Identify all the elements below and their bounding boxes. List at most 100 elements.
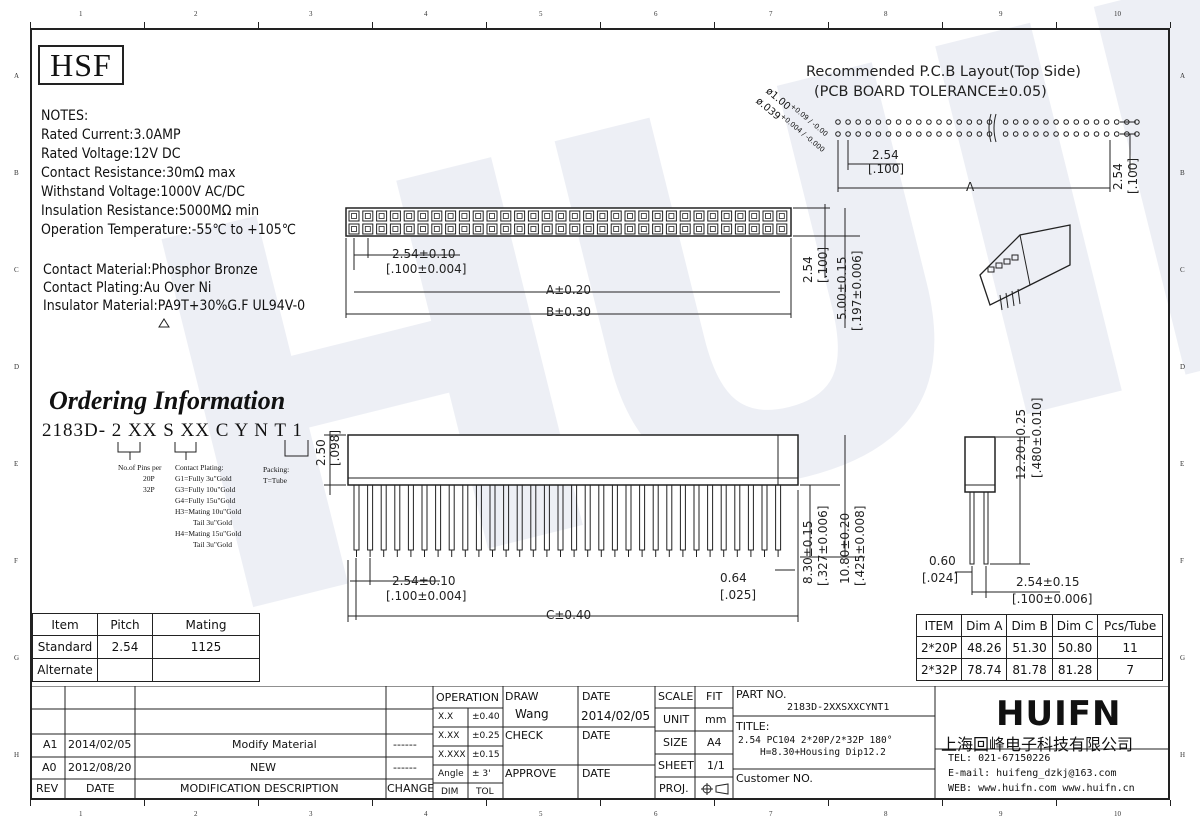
pcb-hole [936, 119, 942, 125]
pcb-hole [895, 119, 902, 125]
contact-cell [348, 210, 360, 222]
pcb-hole [966, 119, 973, 125]
contact-hole [447, 226, 454, 232]
pin-tail [407, 484, 414, 551]
contact-cell [762, 210, 774, 222]
pcb-hole [905, 131, 912, 137]
contact-hole [544, 213, 551, 219]
sheet-value: 1/1 [707, 759, 725, 772]
rev-cell: 2014/02/05 [68, 738, 132, 751]
contact-cell [541, 210, 553, 222]
contact-cell [776, 210, 788, 222]
pin-tail [734, 484, 741, 551]
pitch-table-cell [97, 658, 153, 682]
contact-hole [433, 226, 440, 232]
contact-hole [751, 226, 758, 232]
pin-tail [367, 484, 374, 551]
dim-table-cell: 78.74 [961, 658, 1008, 681]
pin-tail [421, 484, 428, 551]
side-pin: 0.60 [929, 554, 956, 568]
contact-cell [362, 223, 374, 235]
pitch-table-header: Item [32, 613, 98, 636]
zone-number: 3 [309, 10, 313, 18]
pin-tail [489, 484, 496, 551]
contact-hole [627, 226, 633, 232]
contact-hole [585, 226, 592, 232]
zone-number: 1 [79, 10, 83, 18]
contact-cell [458, 210, 470, 222]
pcb-hole [875, 119, 882, 125]
pcb-hole [895, 131, 902, 137]
zone-number: 10 [1114, 810, 1121, 818]
contact-cell [707, 210, 719, 222]
zone-tick [828, 22, 829, 28]
top-h2: 5.00±0.15 [835, 256, 849, 321]
material-line: Contact Plating:Au Over Ni [43, 280, 212, 296]
pin-tail [693, 484, 700, 551]
pins-label: No.of Pins per 20P 32P [118, 463, 162, 494]
pcb-hole [855, 131, 862, 137]
contact-hole [613, 226, 620, 232]
contact-hole [737, 226, 744, 232]
tol-row: X.XX [438, 731, 460, 741]
dim-table-header: ITEM [915, 614, 963, 637]
zone-letter: A [1180, 72, 1186, 80]
top-h1-in: [.100] [816, 246, 830, 283]
pcb-hole [855, 119, 862, 125]
ordering-leaders [117, 440, 309, 460]
pcb-hole [926, 119, 932, 125]
title-line-2: H=8.30+Housing Dip12.2 [760, 747, 886, 758]
zone-tick [714, 800, 715, 806]
contact-hole [599, 226, 606, 232]
zone-tick [30, 22, 31, 28]
zone-number: 7 [769, 810, 773, 818]
zone-tick [372, 22, 373, 28]
contact-cell [665, 223, 677, 235]
zone-tick [942, 800, 943, 806]
contact-cell [514, 210, 526, 222]
contact-cell [762, 223, 774, 235]
rev-cell: Modify Material [232, 738, 317, 751]
contact-hole [420, 226, 426, 232]
recycle-icon [158, 318, 170, 328]
pcb-hole [966, 131, 973, 137]
zone-letter: G [1180, 654, 1186, 662]
rev-header: MODIFICATION DESCRIPTION [180, 782, 339, 795]
pin-tail [557, 484, 564, 551]
contact-hole [475, 213, 482, 219]
contact-cell [693, 210, 705, 222]
top-dim-a: A±0.20 [546, 283, 591, 297]
contact-hole [489, 213, 495, 219]
contact-cell [679, 210, 691, 222]
pcb-hole [1043, 119, 1049, 125]
pcb-hole [916, 131, 922, 137]
pitch-table-header: Mating [152, 613, 260, 636]
rev-cell: A0 [42, 761, 57, 774]
front-tail: 8.30±0.15 [801, 520, 815, 585]
date-label: DATE [582, 767, 611, 780]
rev-cell: 2012/08/20 [68, 761, 132, 774]
zone-number: 1 [79, 810, 83, 818]
pcb-hole [926, 131, 932, 137]
contact-hole [640, 213, 647, 219]
pcb-hole [845, 119, 851, 125]
contact-cell [734, 210, 746, 222]
contact-cell [638, 223, 650, 235]
pcb-row-pitch: 2.54 [1111, 163, 1125, 190]
zone-letter: E [1180, 460, 1185, 468]
packing-label: Packing: T=Tube [263, 465, 290, 485]
pcb-hole [1103, 119, 1110, 125]
zone-tick [258, 22, 259, 28]
tol-row: X.X [438, 712, 454, 722]
pcb-hole [835, 119, 841, 125]
contact-hole [364, 213, 371, 219]
zone-letter: E [14, 460, 19, 468]
contact-hole [654, 226, 661, 232]
dim-table-cell: 51.30 [1006, 636, 1053, 659]
title-line-1: 2.54 PC104 2*20P/2*32P 180° [738, 735, 893, 746]
zone-number: 8 [884, 10, 888, 18]
contact-cell [431, 223, 443, 235]
zone-tick [1056, 800, 1057, 806]
contact-hole [406, 226, 413, 232]
contact-cell [362, 210, 374, 222]
